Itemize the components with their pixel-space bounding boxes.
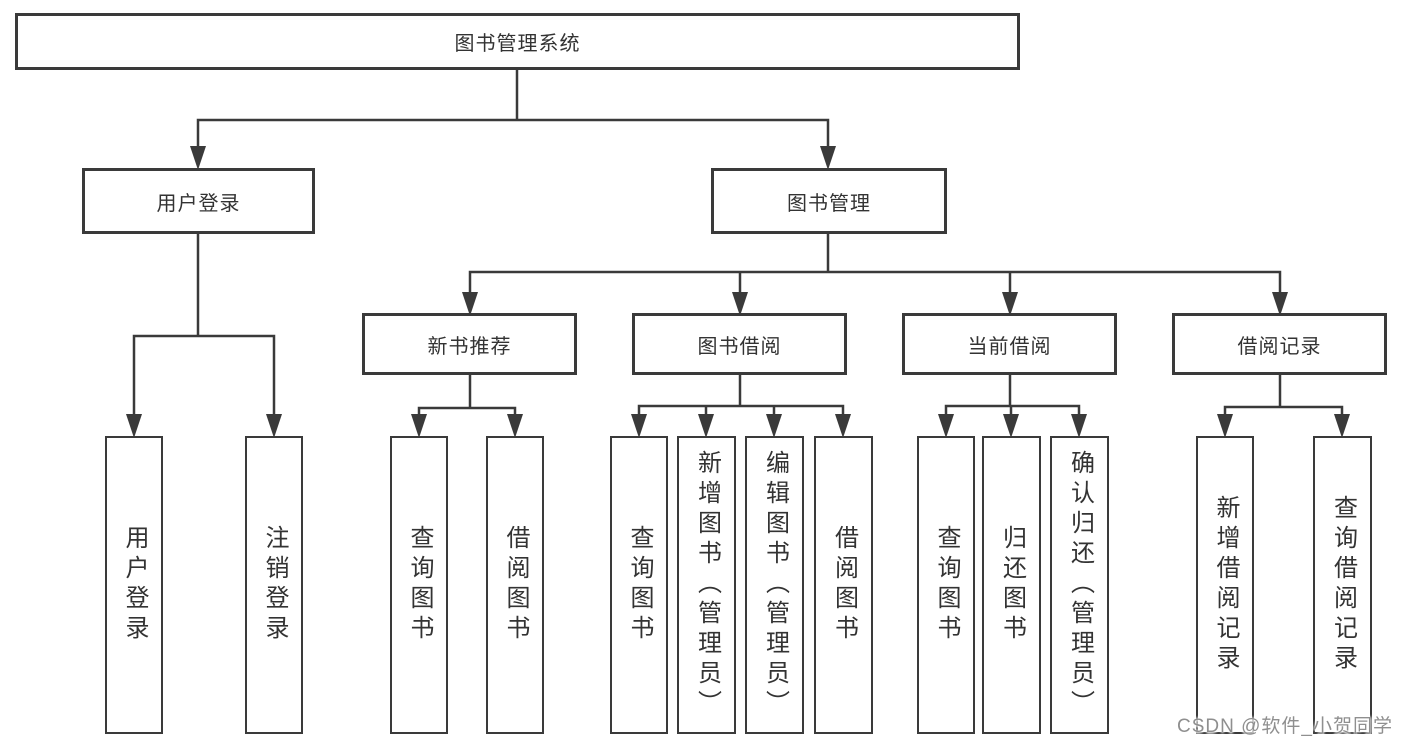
node-label: 归还图书: [998, 525, 1026, 645]
arrow-down-icon: [507, 414, 523, 438]
node-borrowing-records: 借阅记录: [1172, 313, 1387, 375]
node-label: 新增图书（管理员）: [693, 450, 721, 720]
arrow-down-icon: [266, 414, 282, 438]
connector-current-to-leaves: [944, 375, 1081, 415]
arrow-down-icon: [1334, 414, 1350, 438]
arrow-down-icon: [820, 146, 836, 170]
arrow-down-icon: [1003, 414, 1019, 438]
connector-borrow-to-leaves: [637, 375, 845, 415]
node-label: 当前借阅: [967, 335, 1052, 358]
arrow-down-icon: [190, 146, 206, 170]
node-leaf-return-books: 归还图书: [982, 436, 1041, 734]
node-leaf-query-books-1: 查询图书: [390, 436, 448, 734]
node-label: 图书管理系统: [454, 33, 581, 55]
node-label: 借阅图书: [502, 525, 529, 645]
node-leaf-user-login: 用户登录: [105, 436, 163, 734]
node-label: 借阅记录: [1237, 335, 1322, 358]
node-book-management: 图书管理: [711, 168, 947, 234]
arrow-down-icon: [766, 414, 782, 438]
node-label: 注销登录: [261, 525, 288, 645]
arrow-down-icon: [835, 414, 851, 438]
node-current-borrowing: 当前借阅: [902, 313, 1117, 375]
arrow-down-icon: [1002, 292, 1018, 316]
connector-root-to-level2: [196, 70, 830, 148]
node-user-login: 用户登录: [82, 168, 315, 234]
node-leaf-query-books-3: 查询图书: [917, 436, 975, 734]
node-label: 查询图书: [933, 525, 960, 645]
arrow-down-icon: [938, 414, 954, 438]
node-label: 查询图书: [406, 525, 433, 645]
node-leaf-edit-books-admin: 编辑图书（管理员）: [745, 436, 804, 734]
arrow-down-icon: [631, 414, 647, 438]
arrow-down-icon: [698, 414, 714, 438]
node-label: 新书推荐: [427, 335, 512, 358]
node-leaf-borrow-books-2: 借阅图书: [814, 436, 873, 734]
node-label: 用户登录: [156, 192, 241, 215]
node-leaf-query-borrow-record: 查询借阅记录: [1313, 436, 1372, 734]
arrowheads: [126, 146, 1350, 438]
arrow-down-icon: [732, 292, 748, 316]
arrow-down-icon: [462, 292, 478, 316]
node-new-book-recommend: 新书推荐: [362, 313, 577, 375]
node-leaf-confirm-return-admin: 确认归还（管理员）: [1050, 436, 1109, 734]
arrow-down-icon: [1217, 414, 1233, 438]
arrow-down-icon: [411, 414, 427, 438]
node-leaf-add-books-admin: 新增图书（管理员）: [677, 436, 736, 734]
node-label: 确认归还（管理员）: [1066, 450, 1094, 720]
node-root-system: 图书管理系统: [15, 13, 1020, 70]
node-label: 用户登录: [121, 525, 148, 645]
connector-records-to-leaves: [1223, 375, 1344, 415]
node-label: 借阅图书: [830, 525, 858, 645]
node-label: 查询借阅记录: [1329, 495, 1357, 675]
arrow-down-icon: [1272, 292, 1288, 316]
node-label: 新增借阅记录: [1212, 495, 1239, 675]
node-label: 查询图书: [626, 525, 653, 645]
node-label: 图书管理: [787, 192, 871, 215]
arrow-down-icon: [126, 414, 142, 438]
arrow-down-icon: [1071, 414, 1087, 438]
node-leaf-add-borrow-record: 新增借阅记录: [1196, 436, 1254, 734]
connector-bookmgmt-to-level3: [468, 234, 1282, 295]
node-leaf-borrow-books-1: 借阅图书: [486, 436, 544, 734]
watermark: CSDN @软件_小贺同学: [1177, 716, 1393, 737]
node-leaf-logout: 注销登录: [245, 436, 303, 734]
connector-newbook-to-leaves: [417, 375, 517, 415]
node-book-borrowing: 图书借阅: [632, 313, 847, 375]
node-leaf-query-books-2: 查询图书: [610, 436, 668, 734]
node-label: 编辑图书（管理员）: [761, 450, 789, 720]
connector-userlogin-to-leaves: [132, 234, 276, 415]
node-label: 图书借阅: [697, 335, 782, 358]
